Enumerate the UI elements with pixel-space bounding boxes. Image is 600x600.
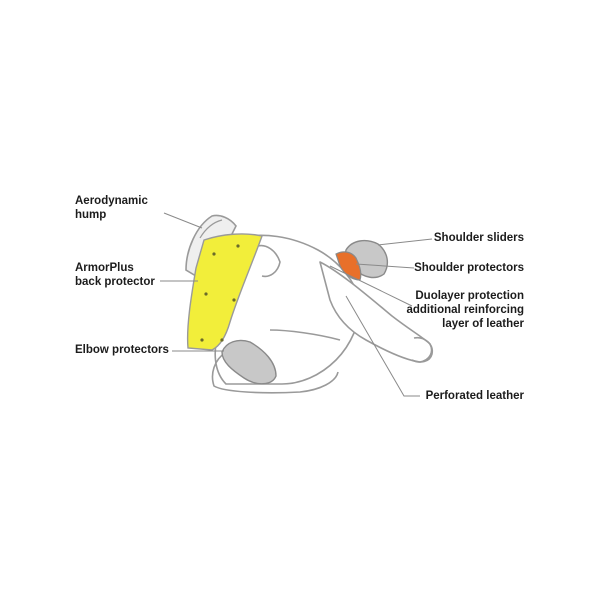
back-protector-shape [186,233,263,351]
label-elbow-protectors: Elbow protectors [75,343,169,357]
rivet [232,298,236,302]
label-shoulder-protectors: Shoulder protectors [414,261,524,275]
label-line: Aerodynamic [75,195,148,207]
label-line: Duolayer protection [415,290,524,302]
label-perforated: Perforated leather [426,389,524,403]
label-line: Perforated leather [425,390,524,402]
suit-collar [257,244,281,278]
rivet [212,252,216,256]
label-line: layer of leather [442,318,524,330]
leader-duolayer [329,265,413,307]
label-line: back protector [75,276,155,288]
label-duolayer: Duolayer protection additional reinforci… [406,289,524,331]
leader-aero-hump [163,212,203,229]
rivet [236,244,240,248]
rivet [200,338,204,342]
label-line: Shoulder sliders [433,232,524,244]
label-line: Elbow protectors [75,344,169,356]
suit-waist [269,329,341,341]
rivet [220,338,224,342]
suit-cuff [411,336,434,363]
label-line: ArmorPlus [75,262,134,274]
leader-shoulder-sliders [377,238,433,246]
label-shoulder-sliders: Shoulder sliders [434,231,524,245]
elbow-protector-shape [221,339,277,385]
aero-hump-ridge [199,219,223,239]
label-aero-hump: Aerodynamic hump [75,194,148,222]
label-line: hump [75,209,107,221]
rivet [204,292,208,296]
leader-shoulder-protectors [355,263,415,269]
leader-perforated [345,295,420,397]
leader-lines [160,212,433,397]
label-line: Shoulder protectors [414,262,524,274]
label-line: additional reinforcing [406,304,524,316]
label-back-protector: ArmorPlus back protector [75,261,155,289]
back-protector-rivets [200,244,240,342]
suit-sleeve [319,261,433,363]
suit-leg [211,351,339,394]
